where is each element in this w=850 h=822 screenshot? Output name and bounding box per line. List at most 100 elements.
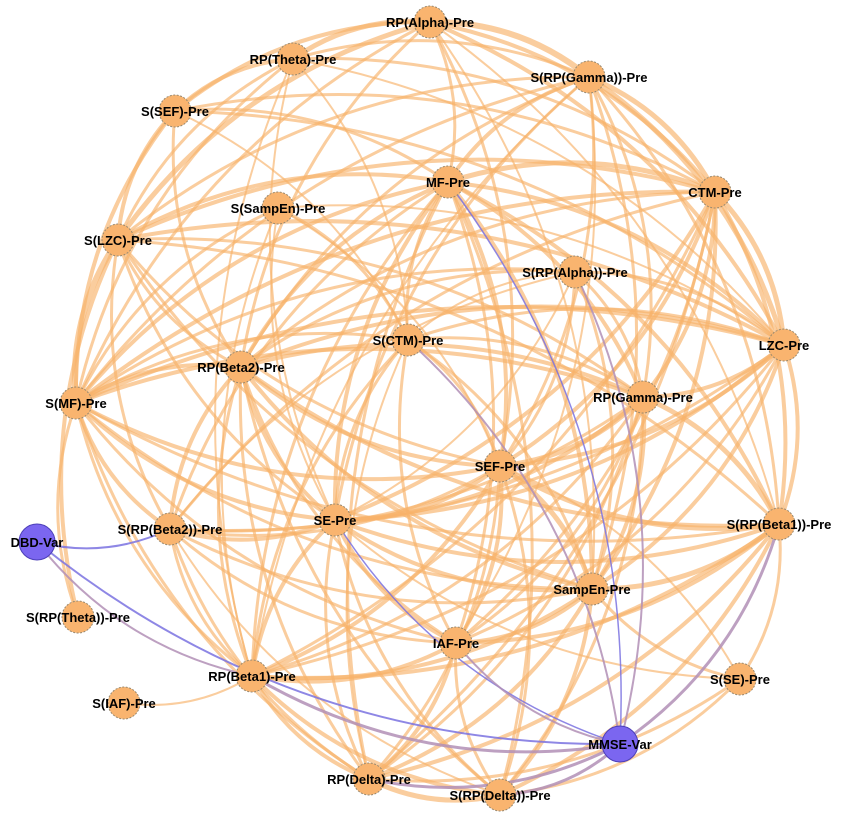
node-circle[interactable] bbox=[18, 523, 56, 561]
node-circle[interactable] bbox=[723, 662, 757, 696]
node-circle[interactable] bbox=[224, 350, 258, 384]
node-label: S(SEF)-Pre bbox=[141, 104, 209, 119]
edge-ctm-lzc bbox=[712, 189, 787, 348]
edge-mf-lzc bbox=[446, 180, 786, 347]
node-rp-beta1[interactable]: RP(Beta1)-Pre bbox=[208, 659, 296, 693]
edge-rp_theta-se bbox=[268, 58, 336, 521]
node-circle[interactable] bbox=[391, 323, 425, 357]
edge-rp_beta2-sampen bbox=[239, 365, 594, 591]
node-circle[interactable] bbox=[601, 725, 639, 763]
node-circle[interactable] bbox=[698, 175, 732, 209]
node-s-mf[interactable]: S(MF)-Pre bbox=[45, 386, 107, 420]
edge-s_rp_alpha-s_ctm bbox=[407, 271, 576, 341]
node-circle[interactable] bbox=[558, 255, 592, 289]
node-circle[interactable] bbox=[431, 165, 465, 199]
edge-s_rp_beta1-s_se bbox=[738, 522, 782, 681]
node-circle[interactable] bbox=[483, 449, 517, 483]
node-circle[interactable] bbox=[767, 328, 801, 362]
edge-s_mf-s_rp_theta bbox=[56, 401, 80, 619]
node-mf[interactable]: MF-Pre bbox=[426, 165, 470, 199]
node-se[interactable]: SE-Pre bbox=[314, 503, 357, 537]
node-circle[interactable] bbox=[318, 503, 352, 537]
node-circle[interactable] bbox=[352, 762, 386, 796]
node-iaf[interactable]: IAF-Pre bbox=[433, 626, 479, 660]
edge-s_rp_alpha-sampen bbox=[573, 270, 615, 591]
node-s-iaf[interactable]: S(IAF)-Pre bbox=[92, 686, 156, 720]
edge-s_lzc-rp_gamma bbox=[116, 237, 645, 399]
variable-edge-layer bbox=[36, 181, 781, 797]
edge-ctm-se bbox=[333, 190, 717, 522]
node-s-se[interactable]: S(SE)-Pre bbox=[710, 662, 770, 696]
edge-lzc-s_mf bbox=[74, 304, 786, 405]
edge-ctm-rp_beta2 bbox=[239, 190, 717, 369]
edge-rp_beta2-s_mf bbox=[74, 362, 243, 405]
node-circle[interactable] bbox=[626, 380, 660, 414]
node-dbd-var[interactable]: DBD-Var bbox=[11, 523, 64, 561]
node-label: S(RP(Gamma))-Pre bbox=[530, 70, 647, 85]
node-rp-delta[interactable]: RP(Delta)-Pre bbox=[327, 762, 411, 796]
node-s-rp-gamma[interactable]: S(RP(Gamma))-Pre bbox=[530, 60, 648, 94]
node-circle[interactable] bbox=[61, 600, 95, 634]
edge-s_mf-rp_beta1 bbox=[74, 401, 254, 678]
node-sampen[interactable]: SampEn-Pre bbox=[553, 572, 631, 606]
node-rp-alpha[interactable]: RP(Alpha)-Pre bbox=[386, 5, 474, 39]
edge-s_rp_gamma-ctm bbox=[586, 74, 718, 195]
node-s-lzc[interactable]: S(LZC)-Pre bbox=[84, 223, 152, 257]
edge-s_rp_beta2-iaf bbox=[168, 527, 458, 645]
edge-rp_beta2-s_rp_beta1 bbox=[239, 365, 781, 528]
node-circle[interactable] bbox=[158, 94, 192, 128]
node-s-sampen[interactable]: S(SampEn)-Pre bbox=[231, 191, 326, 225]
edge-rp_gamma-s_rp_beta1 bbox=[640, 394, 782, 527]
edge-mf-s_mf bbox=[74, 180, 450, 405]
node-circle[interactable] bbox=[235, 659, 269, 693]
edge-rp_gamma-s_rp_delta bbox=[498, 395, 645, 797]
edge-s_ctm-se bbox=[333, 338, 410, 522]
node-s-rp-beta2[interactable]: S(RP(Beta2))-Pre bbox=[118, 512, 223, 546]
var-edge-dbd_var-mmse_var bbox=[36, 541, 621, 746]
edge-mf-rp_delta bbox=[346, 180, 450, 781]
node-ctm[interactable]: CTM-Pre bbox=[688, 175, 742, 209]
edge-ctm-s_lzc bbox=[116, 157, 717, 242]
node-circle[interactable] bbox=[101, 223, 135, 257]
node-rp-theta[interactable]: RP(Theta)-Pre bbox=[250, 42, 337, 76]
node-label: S(MF)-Pre bbox=[45, 396, 106, 411]
node-circle[interactable] bbox=[59, 386, 93, 420]
node-s-rp-alpha[interactable]: S(RP(Alpha))-Pre bbox=[522, 255, 628, 289]
node-circle[interactable] bbox=[762, 507, 796, 541]
node-label: MF-Pre bbox=[426, 175, 470, 190]
edge-rp_alpha-lzc bbox=[428, 20, 786, 347]
edge-s_rp_beta1-rp_delta bbox=[367, 522, 781, 781]
node-label: S(RP(Beta2))-Pre bbox=[118, 522, 223, 537]
node-s-rp-theta[interactable]: S(RP(Theta))-Pre bbox=[26, 600, 130, 634]
edge-lzc-rp_beta2 bbox=[239, 304, 786, 369]
node-s-ctm[interactable]: S(CTM)-Pre bbox=[373, 323, 444, 357]
node-circle[interactable] bbox=[572, 60, 606, 94]
node-circle[interactable] bbox=[107, 686, 141, 720]
edge-rp_theta-s_rp_gamma bbox=[291, 39, 591, 79]
node-rp-beta2[interactable]: RP(Beta2)-Pre bbox=[197, 350, 285, 384]
node-circle[interactable] bbox=[439, 626, 473, 660]
node-circle[interactable] bbox=[261, 191, 295, 225]
node-lzc[interactable]: LZC-Pre bbox=[759, 328, 810, 362]
node-s-rp-delta[interactable]: S(RP(Delta))-Pre bbox=[449, 778, 551, 812]
edge-s_rp_gamma-s_mf bbox=[74, 75, 591, 405]
edge-rp_gamma-rp_beta1 bbox=[250, 395, 645, 678]
node-s-rp-beta1[interactable]: S(RP(Beta1))-Pre bbox=[727, 507, 832, 541]
node-circle[interactable] bbox=[413, 5, 447, 39]
edge-s_lzc-sef bbox=[116, 238, 502, 468]
edge-sampen-rp_beta1 bbox=[250, 587, 594, 681]
node-label: MMSE-Var bbox=[588, 737, 652, 752]
node-circle[interactable] bbox=[483, 778, 517, 812]
edge-lzc-rp_beta1 bbox=[250, 343, 786, 678]
node-mmse-var[interactable]: MMSE-Var bbox=[588, 725, 652, 763]
edge-sef-sampen bbox=[497, 463, 595, 592]
node-circle[interactable] bbox=[276, 42, 310, 76]
node-circle[interactable] bbox=[153, 512, 187, 546]
node-circle[interactable] bbox=[575, 572, 609, 606]
edge-lzc-sampen bbox=[590, 343, 786, 591]
edge-rp_alpha-sef bbox=[428, 20, 515, 468]
node-sef[interactable]: SEF-Pre bbox=[475, 449, 526, 483]
edge-s_rp_alpha-rp_gamma bbox=[573, 270, 645, 399]
node-s-sef[interactable]: S(SEF)-Pre bbox=[141, 94, 209, 128]
node-rp-gamma[interactable]: RP(Gamma)-Pre bbox=[593, 380, 693, 414]
